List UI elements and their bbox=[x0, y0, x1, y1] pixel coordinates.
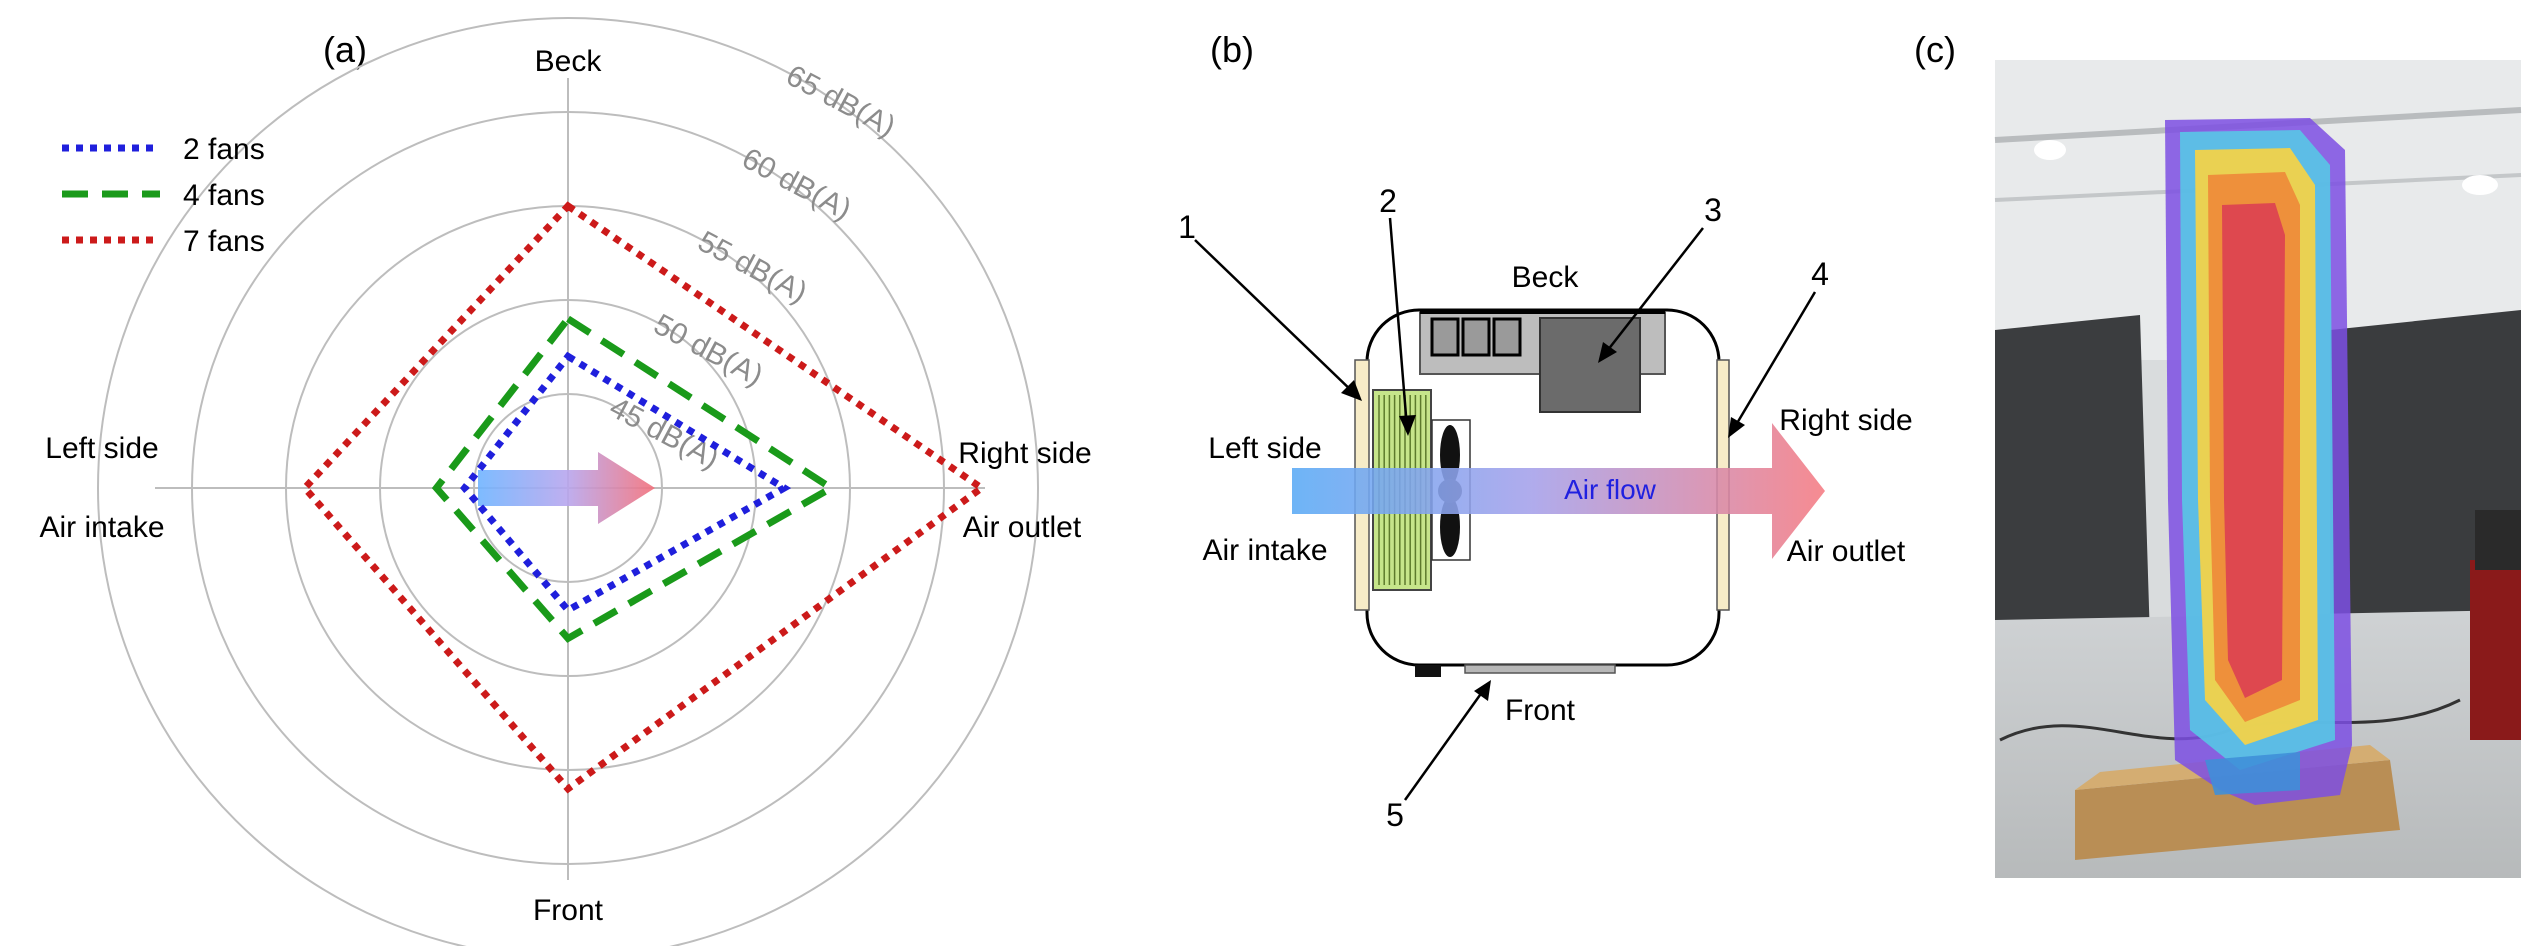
beck-label: Beck bbox=[1512, 261, 1580, 294]
ring-label-2: 55 dB(A) bbox=[692, 225, 812, 310]
grid-ring-0 bbox=[473, 393, 663, 583]
heatmap-bottom-blue bbox=[2205, 752, 2300, 795]
heatmap-red bbox=[2222, 203, 2285, 698]
callout-3-head bbox=[1598, 342, 1617, 363]
ring-label-4: 65 dB(A) bbox=[781, 59, 901, 144]
air-flow-label: Air flow bbox=[1564, 474, 1657, 505]
grid-ring-3 bbox=[191, 111, 945, 865]
panel-c-label: (c) bbox=[1914, 29, 1956, 70]
callout-5: 5 bbox=[1386, 797, 1404, 833]
photo-light-1 bbox=[2034, 140, 2066, 160]
air-flow-arrow-b bbox=[1292, 423, 1825, 559]
top-black-edge bbox=[1420, 309, 1665, 314]
series-0-line bbox=[460, 351, 792, 615]
callout-4-arrow bbox=[1731, 291, 1817, 431]
front-label: Front bbox=[1505, 694, 1576, 727]
relay-box-2 bbox=[1461, 317, 1491, 357]
panel-a: (a) 45 dB(A)50 dB(A)55 dB(A)60 dB(A)65 d… bbox=[39, 17, 1092, 946]
photo bbox=[1994, 60, 2522, 878]
direction-top-label: Beck bbox=[535, 45, 603, 78]
relay-box-1 bbox=[1430, 317, 1460, 357]
photo-light-2 bbox=[2462, 175, 2498, 195]
legend-label-1: 4 fans bbox=[183, 179, 265, 212]
direction-right-sub-label: Air outlet bbox=[963, 511, 1082, 544]
callout-1-head bbox=[1341, 380, 1362, 401]
photo-monitor bbox=[2475, 510, 2521, 570]
left-side-label: Left side bbox=[1208, 432, 1321, 465]
direction-left-sub-label: Air intake bbox=[39, 511, 164, 544]
callout-2-head bbox=[1399, 415, 1416, 436]
legend: 2 fans 4 fans 7 fans bbox=[62, 133, 265, 258]
callout-3: 3 bbox=[1704, 192, 1722, 228]
grid-ring-4 bbox=[97, 17, 1039, 946]
grid-ring-1 bbox=[379, 299, 757, 677]
callout-4-head bbox=[1728, 417, 1745, 438]
direction-right-label: Right side bbox=[958, 437, 1091, 470]
bottom-foot bbox=[1415, 665, 1441, 677]
ring-label-3: 60 dB(A) bbox=[737, 142, 857, 227]
air-flow-arrow bbox=[478, 452, 655, 524]
air-outlet-label: Air outlet bbox=[1787, 535, 1906, 568]
callout-1-arrow bbox=[1194, 239, 1357, 396]
bottom-plate bbox=[1464, 664, 1616, 674]
ring-label-1: 50 dB(A) bbox=[648, 308, 768, 393]
photo-curtain-right bbox=[2330, 310, 2521, 640]
direction-bottom-label: Front bbox=[533, 894, 604, 927]
legend-label-2: 7 fans bbox=[183, 225, 265, 258]
callout-2-arrow bbox=[1388, 217, 1409, 429]
air-intake-label: Air intake bbox=[1202, 534, 1327, 567]
direction-left-label: Left side bbox=[45, 432, 158, 465]
panel-b: (b) Air flow Beck Front Left side Air in… bbox=[1178, 29, 1913, 833]
callout-1: 1 bbox=[1178, 209, 1196, 245]
callout-3-arrow bbox=[1603, 227, 1704, 356]
callout-5-arrow bbox=[1403, 687, 1487, 801]
series-2-line bbox=[300, 201, 988, 794]
right-side-label: Right side bbox=[1779, 404, 1912, 437]
series-1-line bbox=[431, 314, 838, 643]
photo-curtain-left bbox=[1995, 315, 2150, 660]
callout-4: 4 bbox=[1811, 256, 1829, 292]
series-group bbox=[300, 201, 988, 794]
panel-a-label: (a) bbox=[323, 29, 367, 70]
compressor-block bbox=[1539, 317, 1641, 413]
relay-box-3 bbox=[1492, 317, 1522, 357]
panel-c: (c) bbox=[1914, 29, 2522, 878]
photo-red-cabinet bbox=[2470, 560, 2521, 740]
callout-2: 2 bbox=[1379, 183, 1397, 219]
legend-label-0: 2 fans bbox=[183, 133, 265, 166]
panel-b-label: (b) bbox=[1210, 29, 1254, 70]
callout-5-head bbox=[1474, 680, 1491, 701]
